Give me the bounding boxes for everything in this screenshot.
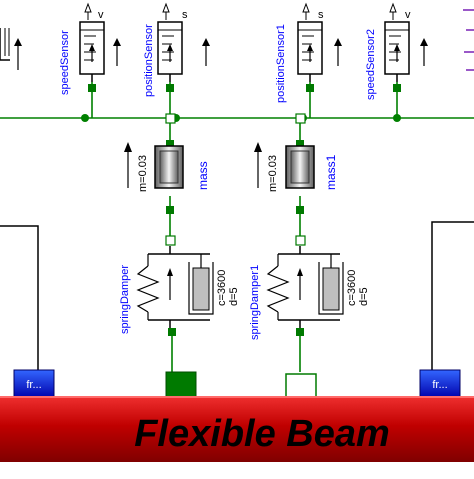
- right-edge-sensor: [463, 9, 474, 71]
- fixed-right-label: fr...: [432, 379, 447, 391]
- fixed-left-button[interactable]: fr...: [13, 369, 55, 399]
- position-sensor-unit: s: [182, 9, 188, 21]
- mass-block[interactable]: [154, 145, 184, 189]
- hollow-port[interactable]: [285, 373, 317, 399]
- right-frame: [431, 221, 474, 372]
- flange-ports[interactable]: [88, 84, 401, 336]
- left-frame: [0, 225, 39, 372]
- speed-sensor2-label: speedSensor2: [365, 29, 377, 100]
- filled-port[interactable]: [165, 371, 197, 399]
- position-sensor-label: positionSensor: [143, 24, 155, 97]
- mass1-block[interactable]: [285, 145, 315, 189]
- position-sensor1-unit: s: [318, 9, 324, 21]
- title-banner: [0, 396, 474, 462]
- spring-damper1-c: c=3600: [346, 270, 358, 306]
- speed-sensor-label: speedSensor: [59, 30, 71, 95]
- mass-parameter: m=0.03: [137, 155, 149, 192]
- speed-sensor2-unit: v: [405, 9, 411, 21]
- connection-lines: [0, 82, 474, 372]
- spring-damper1-d: d=5: [358, 287, 370, 306]
- speed-sensor-unit: v: [98, 9, 104, 21]
- mass1-arrow: [254, 142, 262, 188]
- fixed-right-button[interactable]: fr...: [419, 369, 461, 399]
- position-sensor1[interactable]: s: [297, 2, 324, 82]
- spring-damper-c: c=3600: [216, 270, 228, 306]
- position-sensor1-label: positionSensor1: [275, 24, 287, 103]
- left-arrow: [14, 38, 22, 70]
- speed-sensor-arrow: [113, 38, 121, 66]
- fixed-left-label: fr...: [26, 379, 41, 391]
- speed-sensor-left[interactable]: [0, 28, 10, 61]
- spring-damper-d: d=5: [228, 287, 240, 306]
- spring-damper-label: springDamper: [119, 265, 131, 334]
- position-sensor[interactable]: s: [157, 2, 188, 82]
- spring-damper1-label: springDamper1: [249, 265, 261, 340]
- spring-damper1[interactable]: [266, 246, 344, 328]
- mass1-label: mass1: [324, 154, 338, 190]
- spring-damper[interactable]: [136, 246, 214, 328]
- mass-label: mass: [196, 161, 210, 190]
- position-sensor-arrow: [202, 38, 210, 66]
- banner-title: Flexible Beam: [134, 413, 390, 455]
- speed-sensor2-arrow: [420, 38, 428, 66]
- mass1-parameter: m=0.03: [267, 155, 279, 192]
- mass-arrow: [124, 142, 132, 188]
- speed-sensor2[interactable]: v: [384, 2, 411, 82]
- bottom-margin: [0, 462, 474, 474]
- position-sensor1-arrow: [334, 38, 342, 66]
- speed-sensor[interactable]: v: [79, 2, 105, 82]
